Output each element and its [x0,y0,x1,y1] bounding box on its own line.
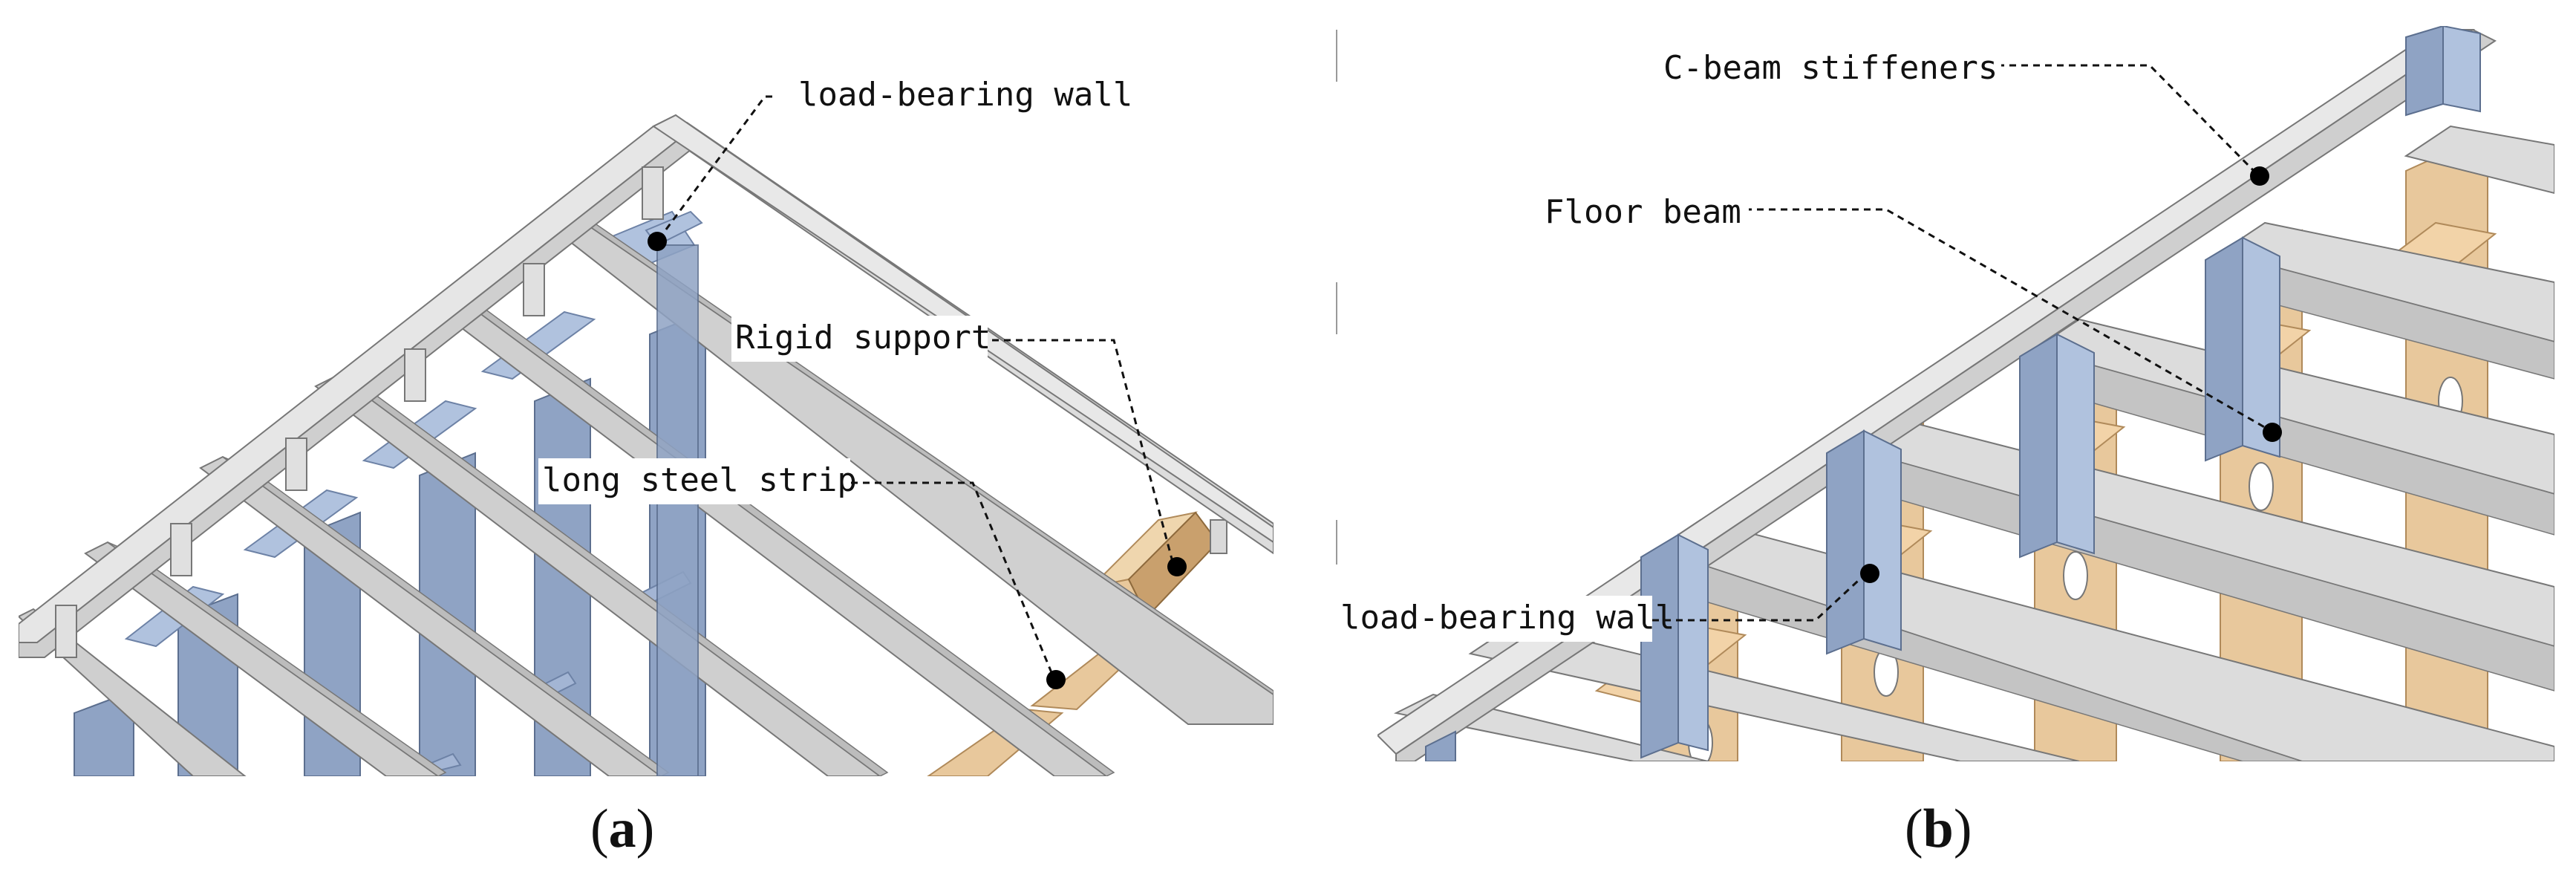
panel-b: C-beam stiffeners Floor beam load-bearin… [1336,26,2554,859]
dot-long-steel-strip [1046,670,1066,689]
label-floor-beam: Floor beam [1545,193,1741,231]
label-rigid-support: Rigid support [735,319,991,357]
callout-dots-a [648,232,1187,689]
caption-a: (a) [590,798,654,859]
c-beam-stiffeners [1425,26,2481,761]
label-load-bearing-wall-b: load-bearing wall [1340,599,1675,637]
callout-leaders-a [656,95,1175,680]
callout-dots-b [1860,166,2282,583]
dot-floor-beam [2263,423,2282,442]
callout-labels-a: load-bearing wall Rigid support long ste… [538,73,1136,504]
callout-labels-b: C-beam stiffeners Floor beam load-bearin… [1337,46,2001,642]
dot-c-beam-stiffeners [2250,166,2269,186]
panel-b-drawing [1377,26,2554,761]
dot-rigid-support [1167,557,1187,576]
callout-leaders-b [1652,64,2272,622]
panel-a: load-bearing wall Rigid support long ste… [19,73,1274,859]
dot-load-bearing-wall-b [1860,564,1879,583]
leader-c-beam-stiffeners [1998,64,2259,176]
label-c-beam-stiffeners: C-beam stiffeners [1663,49,1998,87]
load-bearing-wall-a-shape [645,210,703,776]
leader-load-bearing-wall-a [656,95,772,242]
label-long-steel-strip: long steel strip [542,461,857,499]
stiffener-plates-a [55,166,664,658]
caption-b: (b) [1905,798,1972,859]
label-load-bearing-wall-a: load-bearing wall [798,76,1132,114]
dot-load-bearing-wall-a [648,232,667,251]
leader-long-steel-strip [839,481,1056,680]
leader-rigid-support [980,339,1175,565]
panel-a-drawing [19,114,1274,776]
